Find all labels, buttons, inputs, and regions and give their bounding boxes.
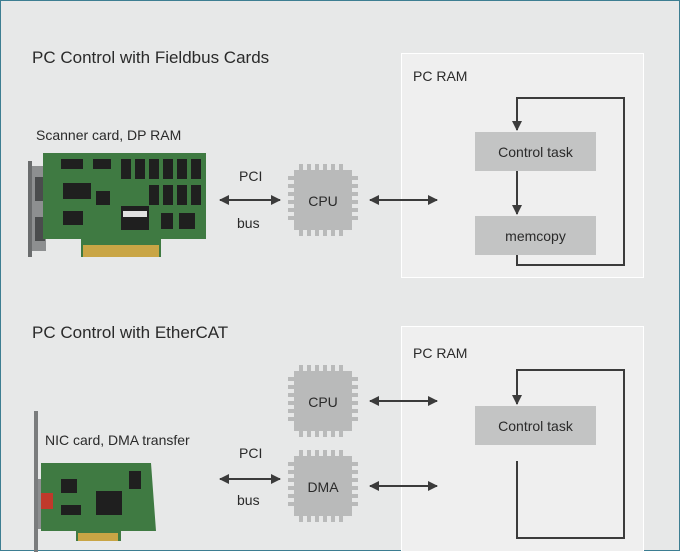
nic-card-label: NIC card, DMA transfer — [45, 432, 190, 448]
dma-label: DMA — [307, 479, 339, 495]
section2-title: PC Control with EtherCAT — [32, 323, 229, 342]
loop-arrow-1 — [512, 97, 625, 266]
bus-label-2: bus — [237, 492, 260, 508]
loop-arrow-2 — [512, 369, 625, 539]
nic-card-image — [34, 411, 156, 552]
scanner-card-image — [28, 153, 206, 257]
cpu-label-2: CPU — [308, 394, 338, 410]
pc-ram-title-2: PC RAM — [413, 345, 468, 361]
control-task-box-2: Control task — [475, 406, 596, 445]
pc-ram-title-1: PC RAM — [413, 68, 468, 84]
pci-label-1: PCI — [239, 168, 263, 184]
cpu-label-1: CPU — [308, 193, 338, 209]
memcopy-box: memcopy — [475, 216, 596, 255]
scanner-card-label: Scanner card, DP RAM — [36, 127, 182, 143]
pci-label-2: PCI — [239, 445, 263, 461]
bus-label-1: bus — [237, 215, 260, 231]
section1-title: PC Control with Fieldbus Cards — [32, 48, 270, 67]
control-task-box-1: Control task — [475, 132, 596, 171]
